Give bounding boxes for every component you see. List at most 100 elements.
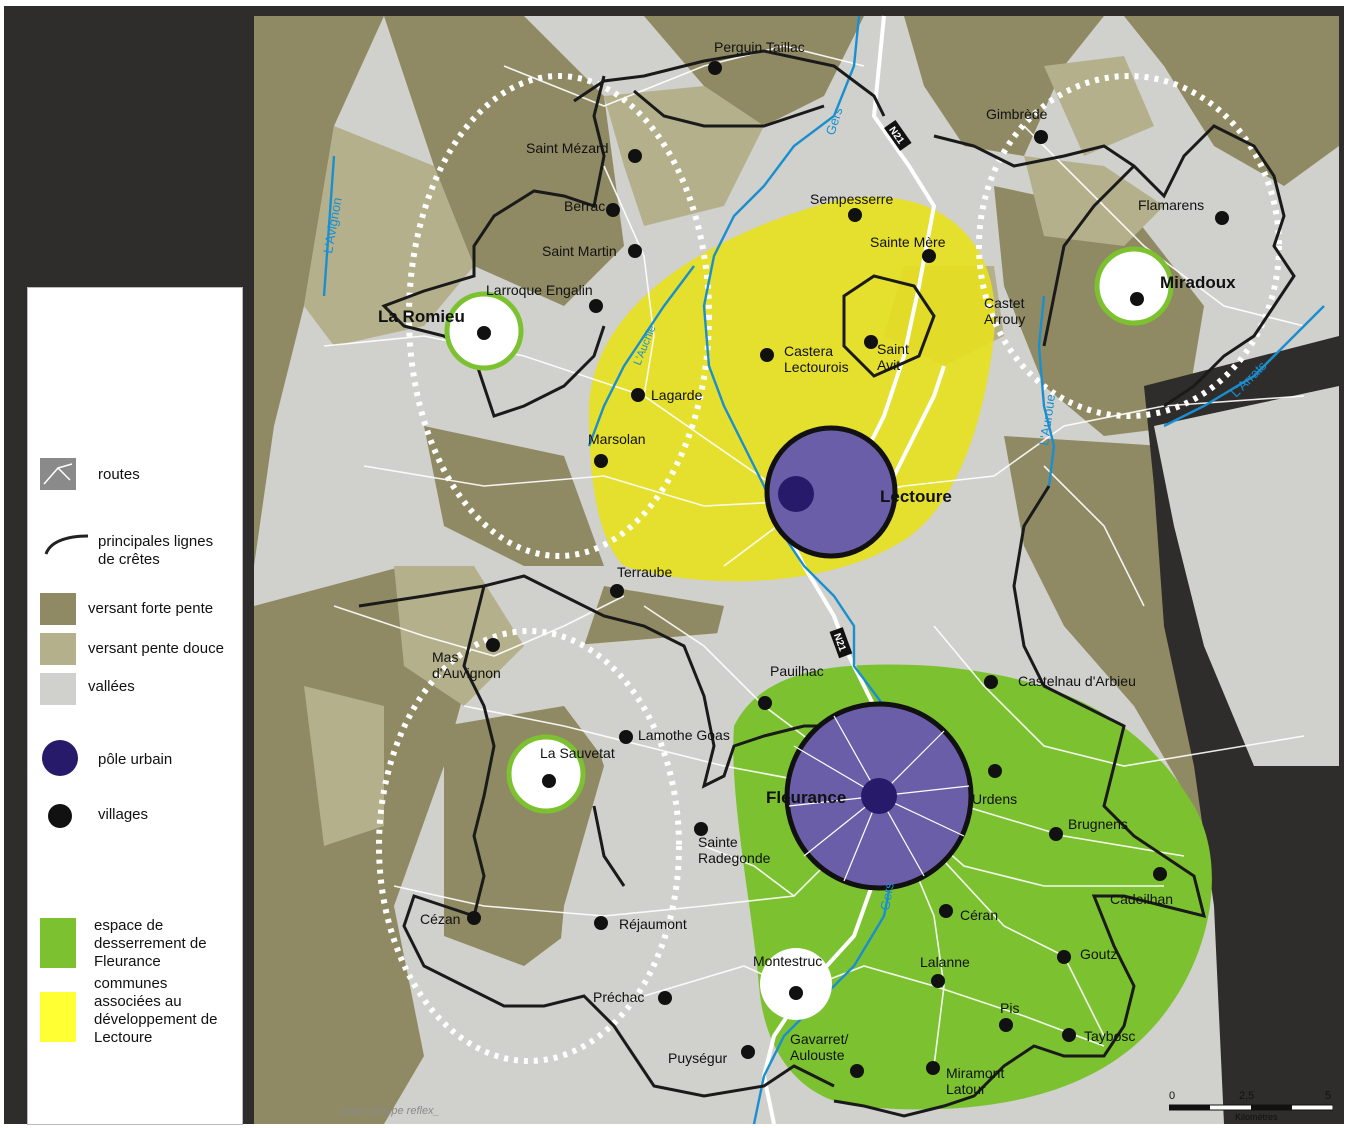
- river-label-gers-south: Gers: [877, 881, 897, 912]
- village-label-lalanne: Lalanne: [920, 954, 970, 970]
- village-label-pis: Pis: [1000, 1000, 1019, 1016]
- routes-icon: [40, 458, 76, 490]
- road-labels: N21 N21: [829, 119, 912, 659]
- village-label-puys-gur: Puységur: [668, 1050, 727, 1066]
- village-label-saint-martin: Saint Martin: [542, 243, 617, 259]
- village-label-fleurance: Fleurance: [766, 788, 846, 807]
- village-dot-saint-m-zard[interactable]: [628, 149, 642, 163]
- village-dot-berrac[interactable]: [606, 203, 620, 217]
- village-dot-la-romieu[interactable]: [477, 326, 491, 340]
- village-dot-brugnens[interactable]: [1049, 827, 1063, 841]
- village-dot-marsolan[interactable]: [594, 454, 608, 468]
- village-dot-gavarret-aulouste[interactable]: [850, 1064, 864, 1078]
- legend-label-crest-lines: principales lignes de crêtes: [98, 533, 214, 568]
- legend-label-gentle: versant pente douce: [88, 640, 224, 657]
- village-dot-lalanne[interactable]: [931, 974, 945, 988]
- crest-line-icon: [40, 528, 89, 560]
- village-label-perguin-taillac: Perguin Taillac: [714, 39, 805, 55]
- fleurance-pole[interactable]: [861, 778, 897, 814]
- legend-label-lectoure-zone: communes associées au développement de L…: [94, 975, 218, 1046]
- village-dot-castelnau-d-arbieu[interactable]: [984, 675, 998, 689]
- village-dot-saint-martin[interactable]: [628, 244, 642, 258]
- village-label-berrac: Berrac: [564, 198, 605, 214]
- village-dot-urdens[interactable]: [988, 764, 1002, 778]
- village-label-sempesserre: Sempesserre: [810, 191, 893, 207]
- scale-unit: Kilomètres: [1235, 1112, 1278, 1122]
- village-dot-saint-avit[interactable]: [864, 335, 878, 349]
- map-credit: place groupe reflex_: [340, 1105, 440, 1117]
- scale-tick-2: 5: [1325, 1090, 1332, 1102]
- village-label-urdens: Urdens: [972, 791, 1017, 807]
- village-label-terraube: Terraube: [617, 564, 672, 580]
- legend-label-villages: villages: [98, 806, 149, 823]
- village-label-taybosc: Taybosc: [1084, 1028, 1135, 1044]
- map-valley-south: [544, 626, 884, 1124]
- village-dot-terraube[interactable]: [610, 584, 624, 598]
- village-dot-flamarens[interactable]: [1215, 211, 1229, 225]
- village-dot-goutz[interactable]: [1057, 950, 1071, 964]
- village-label-pr-chac: Préchac: [593, 989, 644, 1005]
- village-dot-lagarde[interactable]: [631, 388, 645, 402]
- village-dot-castera-lectourois[interactable]: [760, 348, 774, 362]
- village-dot-lamothe-goas[interactable]: [619, 730, 633, 744]
- village-dot-pis[interactable]: [999, 1018, 1013, 1032]
- village-dot-gimbr-de[interactable]: [1034, 130, 1048, 144]
- village-dot-c-ran[interactable]: [939, 904, 953, 918]
- village-dot-sainte-m-re[interactable]: [922, 249, 936, 263]
- village-dot-perguin-taillac[interactable]: [708, 61, 722, 75]
- village-dot-larroque-engalin[interactable]: [589, 299, 603, 313]
- scale-bar-graphic: [1169, 1104, 1333, 1111]
- village-label-pauilhac: Pauilhac: [770, 663, 824, 679]
- village-label-larroque-engalin: Larroque Engalin: [486, 282, 593, 298]
- legend-label-urban-pole: pôle urbain: [98, 751, 173, 768]
- scale-tick-0: 0: [1169, 1090, 1176, 1102]
- village-dot-la-sauvetat[interactable]: [542, 774, 556, 788]
- village-dot-pauilhac[interactable]: [758, 696, 772, 710]
- urban-pole-swatch: [40, 738, 78, 776]
- lectoure-urban-halo: [764, 425, 898, 559]
- valley-swatch: [40, 673, 76, 705]
- village-label-montestruc: Montestruc: [753, 953, 822, 969]
- village-dot-sainte-radegonde[interactable]: [694, 822, 708, 836]
- village-label-flamarens: Flamarens: [1138, 197, 1204, 213]
- village-label-miradoux: Miradoux: [1160, 273, 1236, 292]
- village-dot-montestruc[interactable]: [789, 986, 803, 1000]
- river-auroue: [1037, 295, 1056, 487]
- village-label-la-romieu: La Romieu: [378, 307, 465, 326]
- village-dot-mas-d-auvignon[interactable]: [486, 638, 500, 652]
- village-dot-sempesserre[interactable]: [848, 208, 862, 222]
- village-dot-puys-gur[interactable]: [741, 1045, 755, 1059]
- village-dot-pr-chac[interactable]: [658, 991, 672, 1005]
- influence-circles: [376, 73, 1282, 1064]
- village-label-sainte-m-re: Sainte Mère: [870, 234, 946, 250]
- village-dot-taybosc[interactable]: [1062, 1028, 1076, 1042]
- village-label-lectoure: Lectoure: [880, 487, 952, 506]
- steep-slope-swatch: [40, 593, 76, 625]
- rivers: [322, 15, 1325, 1124]
- river-label-auroue: L'Auroue: [1036, 393, 1058, 446]
- village-label-c-zan: Cézan: [420, 911, 460, 927]
- crest-lines: [358, 49, 1296, 1118]
- village-dot-c-zan[interactable]: [467, 911, 481, 925]
- village-label-cadeilhan: Cadeilhan: [1110, 891, 1173, 907]
- village-dot-miramont-latour[interactable]: [926, 1061, 940, 1075]
- village-label-gavarret-aulouste: Gavarret/Aulouste: [790, 1031, 848, 1063]
- village-dot-cadeilhan[interactable]: [1153, 867, 1167, 881]
- lectoure-pole[interactable]: [778, 476, 814, 512]
- village-label-castelnau-d-arbieu: Castelnau d'Arbieu: [1018, 673, 1136, 689]
- scale-tick-1: 2,5: [1239, 1090, 1255, 1102]
- village-dot-miradoux[interactable]: [1130, 292, 1144, 306]
- village-label-marsolan: Marsolan: [588, 431, 646, 447]
- village-dot-r-jaumont[interactable]: [594, 916, 608, 930]
- river-auchie: [587, 265, 695, 447]
- fleurance-zone-swatch: [40, 918, 76, 968]
